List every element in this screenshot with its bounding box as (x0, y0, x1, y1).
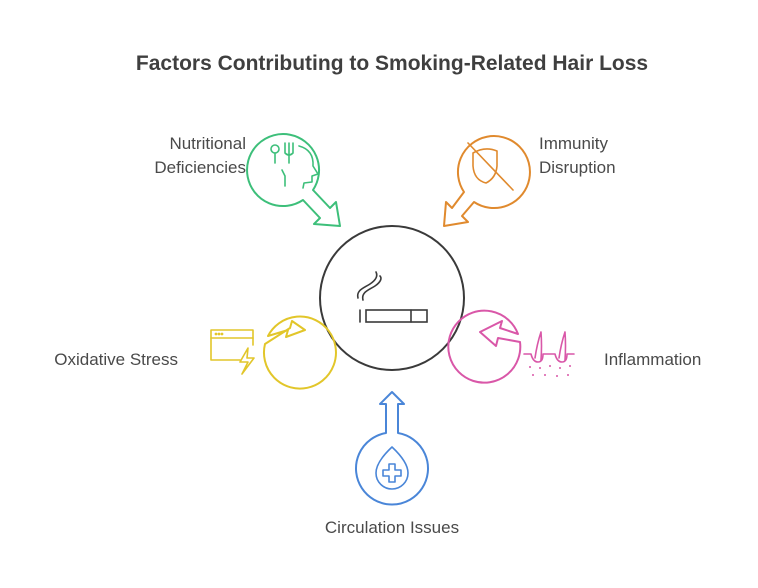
label-line: Inflammation (604, 350, 702, 369)
factor-oxidative-stress (210, 315, 337, 390)
blood-drop-cross-icon (375, 446, 409, 490)
label-immunity-disruption: Immunity Disruption (539, 132, 616, 180)
factor-immunity-disruption (443, 135, 531, 227)
diagram-title: Factors Contributing to Smoking-Related … (135, 52, 649, 75)
factor-nutritional-deficiencies (246, 133, 341, 227)
label-oxidative-stress: Oxidative Stress (20, 348, 178, 372)
label-line: Immunity (539, 134, 608, 153)
label-nutritional-deficiencies: Nutritional Deficiencies (100, 132, 246, 180)
browser-lightning-icon (210, 329, 255, 375)
cigarette-icon (356, 271, 428, 323)
center-node (319, 225, 465, 371)
label-line: Oxidative Stress (54, 350, 178, 369)
factor-inflammation (447, 309, 575, 384)
label-circulation-issues: Circulation Issues (292, 516, 492, 540)
factor-circulation-issues (355, 391, 429, 506)
hair-follicle-icon (523, 331, 575, 377)
label-inflammation: Inflammation (604, 348, 701, 372)
shield-off-icon (467, 142, 514, 191)
label-line: Circulation Issues (324, 518, 460, 537)
label-line: Nutritional (169, 134, 246, 153)
nutrition-head-icon (270, 142, 319, 189)
label-line: Deficiencies (154, 158, 246, 177)
label-line: Disruption (539, 158, 616, 177)
